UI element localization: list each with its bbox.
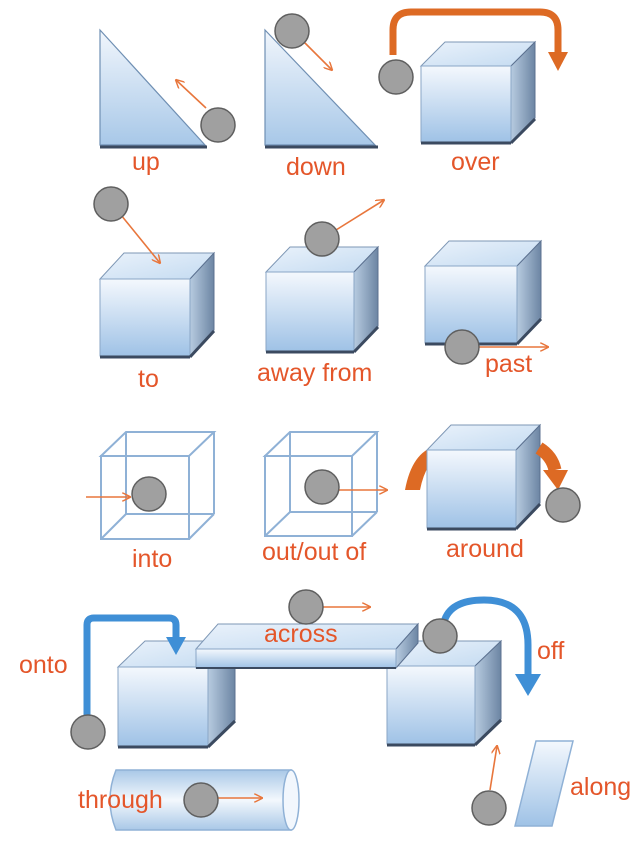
label-through: through xyxy=(78,786,163,814)
down-illustration xyxy=(264,13,378,149)
label-into: into xyxy=(132,545,173,573)
label-away-from: away from xyxy=(257,359,373,387)
past-illustration xyxy=(423,239,548,365)
to-illustration xyxy=(93,186,216,359)
label-onto: onto xyxy=(19,651,68,679)
off-illustration xyxy=(385,639,503,747)
along-illustration xyxy=(471,740,574,827)
away-from-illustration xyxy=(264,200,384,354)
over-illustration xyxy=(378,8,568,145)
label-along: along xyxy=(570,773,632,801)
label-across: across xyxy=(264,620,338,648)
off-arrow xyxy=(422,596,541,696)
label-to: to xyxy=(138,365,159,393)
label-over: over xyxy=(451,148,500,176)
out-of-illustration xyxy=(262,431,380,537)
label-around: around xyxy=(446,535,524,563)
label-off: off xyxy=(537,637,565,665)
into-ball xyxy=(131,476,167,512)
across-illustration xyxy=(194,589,420,670)
label-up: up xyxy=(132,148,160,176)
label-past: past xyxy=(485,350,533,378)
around-illustration xyxy=(405,423,581,531)
through-illustration xyxy=(109,769,300,831)
label-down: down xyxy=(286,153,346,181)
out-of-ball xyxy=(304,469,340,505)
label-out-of: out/out of xyxy=(262,538,367,566)
up-illustration xyxy=(99,28,236,149)
